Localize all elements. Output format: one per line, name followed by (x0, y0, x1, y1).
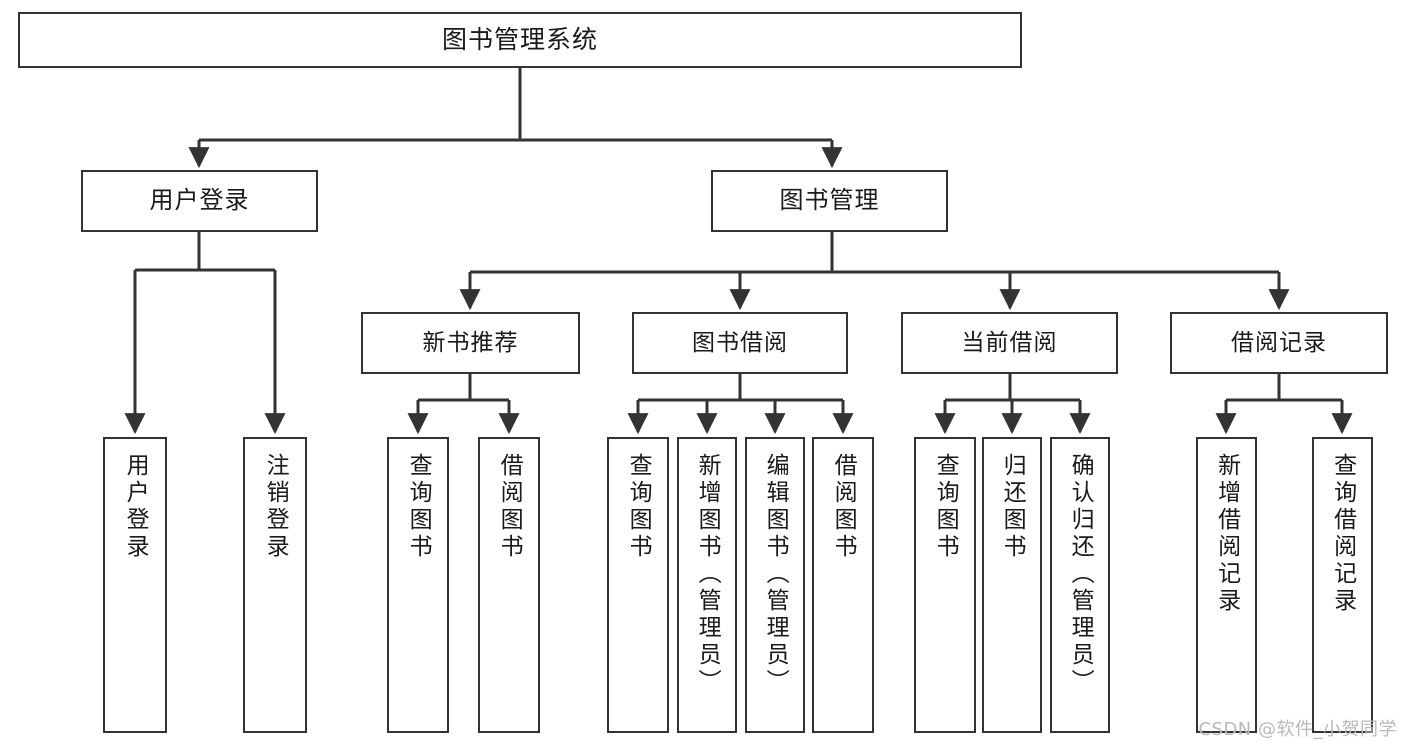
leaf-current-borrow-2[interactable]: 归还图书 (982, 437, 1042, 733)
node-user-login-label: 用户登录 (149, 186, 250, 215)
node-current-borrow-label: 当前借阅 (961, 329, 1058, 356)
node-borrow-record[interactable]: 借阅记录 (1170, 312, 1388, 374)
node-new-book-recommend[interactable]: 新书推荐 (361, 312, 580, 374)
leaf-book-borrow-4[interactable]: 借阅图书 (812, 437, 874, 733)
node-current-borrow[interactable]: 当前借阅 (901, 312, 1118, 374)
leaf-book-borrow-2-label: 新增图书（管理员） (694, 453, 721, 696)
node-new-book-recommend-label: 新书推荐 (422, 329, 519, 356)
node-borrow-record-label: 借阅记录 (1231, 329, 1327, 356)
node-book-borrow-label: 图书借阅 (692, 329, 788, 356)
leaf-borrow-record-2[interactable]: 查询借阅记录 (1312, 437, 1373, 733)
leaf-current-borrow-3[interactable]: 确认归还（管理员） (1050, 437, 1110, 733)
watermark: CSDN @软件_小贺同学 (1198, 719, 1397, 740)
leaf-book-borrow-4-label: 借阅图书 (830, 453, 857, 561)
node-book-borrow[interactable]: 图书借阅 (632, 312, 848, 374)
node-book-manage-label: 图书管理 (779, 186, 880, 215)
leaf-book-borrow-1-label: 查询图书 (625, 453, 652, 561)
leaf-user-login-2-label: 注销登录 (262, 453, 289, 561)
leaf-book-borrow-3-label: 编辑图书（管理员） (762, 453, 789, 696)
leaf-current-borrow-1-label: 查询图书 (932, 453, 959, 561)
leaf-current-borrow-3-label: 确认归还（管理员） (1067, 453, 1094, 696)
leaf-book-borrow-2[interactable]: 新增图书（管理员） (677, 437, 737, 733)
leaf-borrow-record-2-label: 查询借阅记录 (1329, 453, 1356, 615)
node-user-login[interactable]: 用户登录 (81, 170, 318, 232)
leaf-current-borrow-1[interactable]: 查询图书 (914, 437, 976, 733)
leaf-new-book-2[interactable]: 借阅图书 (478, 437, 540, 733)
leaf-borrow-record-1-label: 新增借阅记录 (1213, 453, 1240, 615)
leaf-new-book-1-label: 查询图书 (405, 453, 432, 561)
leaf-borrow-record-1[interactable]: 新增借阅记录 (1196, 437, 1257, 733)
node-root[interactable]: 图书管理系统 (18, 12, 1022, 68)
leaf-user-login-1-label: 用户登录 (122, 453, 149, 561)
leaf-user-login-1[interactable]: 用户登录 (103, 437, 167, 733)
leaf-new-book-2-label: 借阅图书 (496, 453, 523, 561)
leaf-new-book-1[interactable]: 查询图书 (387, 437, 449, 733)
leaf-user-login-2[interactable]: 注销登录 (243, 437, 307, 733)
leaf-book-borrow-3[interactable]: 编辑图书（管理员） (745, 437, 805, 733)
leaf-book-borrow-1[interactable]: 查询图书 (607, 437, 669, 733)
node-book-manage[interactable]: 图书管理 (711, 170, 948, 232)
leaf-current-borrow-2-label: 归还图书 (999, 453, 1026, 561)
node-root-label: 图书管理系统 (441, 24, 598, 54)
